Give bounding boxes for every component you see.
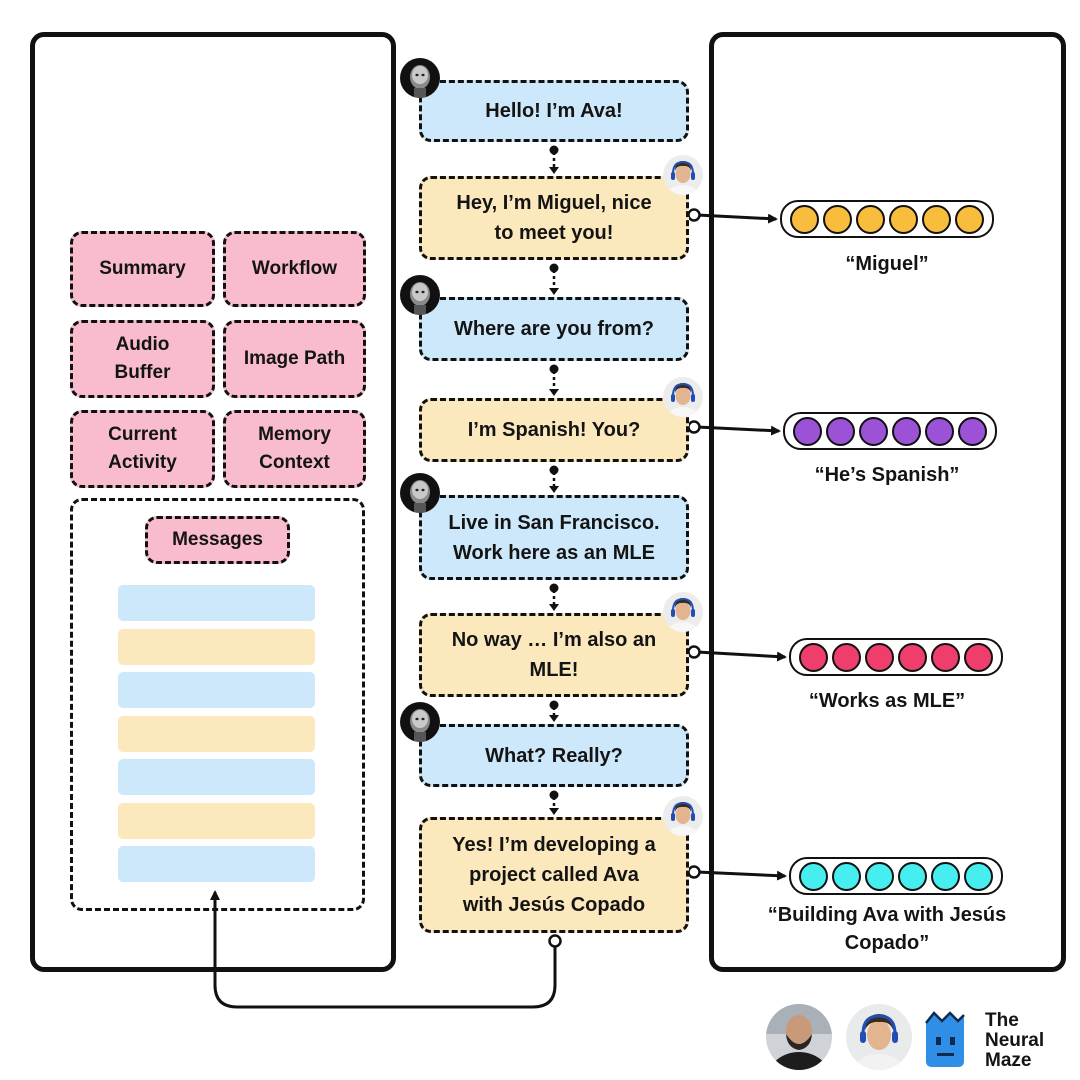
state-field-audio-buffer: Audio Buffer [70,320,215,398]
memory-vector-cell [922,204,951,234]
ava-message: Where are you from? [419,297,689,361]
user-message: I’m Spanish! You? [419,398,689,462]
memory-vector-cell [898,642,927,672]
memory-link-origin [687,420,701,434]
memory-vector-cell [964,861,993,891]
conversation-link-dot [549,583,559,593]
memory-vector-cell [931,861,960,891]
memory-vector-cell [799,642,828,672]
state-field-image-path: Image Path [223,320,366,398]
memory-vector-cell [892,416,921,446]
conversation-link-dot [549,700,559,710]
robot-avatar-icon [400,473,440,513]
memory-vector-cell [865,861,894,891]
ava-message: What? Really? [419,724,689,787]
conversation-link-arrowhead [549,715,559,722]
state-field-current-activity: Current Activity [70,410,215,488]
memory-label: “He’s Spanish” [814,464,960,486]
memory-vector-cell [925,416,954,446]
memory-vector-cell [958,416,987,446]
memory-vector-cell [826,416,855,446]
memory-label: “Miguel” [845,253,929,275]
conversation-link-dot [549,790,559,800]
conversation-link-arrowhead [549,167,559,174]
memory-vector-cell [865,642,894,672]
memory-label: “Works as MLE” [808,690,966,712]
conversation-link-arrowhead [549,288,559,295]
memory-link-origin [687,865,701,879]
state-field-summary: Summary [70,231,215,307]
user-avatar-icon [846,1004,912,1070]
conversation-link-dot [549,465,559,475]
memory-vector-cell [856,204,885,234]
memory-vector [780,200,994,238]
author-avatar-icon [766,1004,832,1070]
brand-name: The Neural Maze [985,1010,1045,1071]
memory-label: “Building Ava with Jesús Copado” [767,904,1007,954]
memory-vector-cell [790,204,819,234]
robot-avatar-icon [400,702,440,742]
memory-vector-cell [832,861,861,891]
conversation-link-dot [549,145,559,155]
state-field-workflow: Workflow [223,231,366,307]
user-avatar-icon [663,155,703,195]
user-avatar-icon [663,592,703,632]
conversation-link-arrowhead [549,604,559,611]
message-bar [118,628,315,665]
conversation-link-arrowhead [549,389,559,396]
message-bar [118,715,315,752]
memory-vector-cell [832,642,861,672]
robot-avatar-icon [400,58,440,98]
memory-vector-cell [898,861,927,891]
memory-vector-cell [931,642,960,672]
state-field-memory-context: Memory Context [223,410,366,488]
memory-vector-cell [955,204,984,234]
message-bar [118,846,315,882]
user-message: Yes! I’m developing a project called Ava… [419,817,689,933]
memory-link-origin [687,208,701,222]
user-avatar-icon [663,796,703,836]
conversation-link-dot [549,263,559,273]
messages-title: Messages [145,516,290,564]
memory-vector [783,412,997,450]
conversation-link-arrowhead [549,486,559,493]
user-avatar-icon [663,377,703,417]
memory-vector-cell [823,204,852,234]
message-bar [118,672,315,708]
user-message: Hey, I’m Miguel, nice to meet you! [419,176,689,260]
memory-vector [789,638,1003,676]
memory-vector [789,857,1003,895]
conversation-link-arrowhead [549,808,559,815]
memory-vector-cell [793,416,822,446]
feedback-arrow-origin [548,934,562,948]
memory-vector-cell [859,416,888,446]
memory-vector-cell [964,642,993,672]
user-message: No way … I’m also an MLE! [419,613,689,697]
conversation-link-dot [549,364,559,374]
neural-maze-logo-icon [920,1009,970,1069]
memory-link-origin [687,645,701,659]
robot-avatar-icon [400,275,440,315]
memory-vector-cell [889,204,918,234]
ava-message: Live in San Francisco. Work here as an M… [419,495,689,580]
memory-panel [709,32,1066,972]
memory-vector-cell [799,861,828,891]
ava-message: Hello! I’m Ava! [419,80,689,142]
message-bar [118,759,315,795]
message-bar [118,802,315,839]
message-bar [118,585,315,621]
